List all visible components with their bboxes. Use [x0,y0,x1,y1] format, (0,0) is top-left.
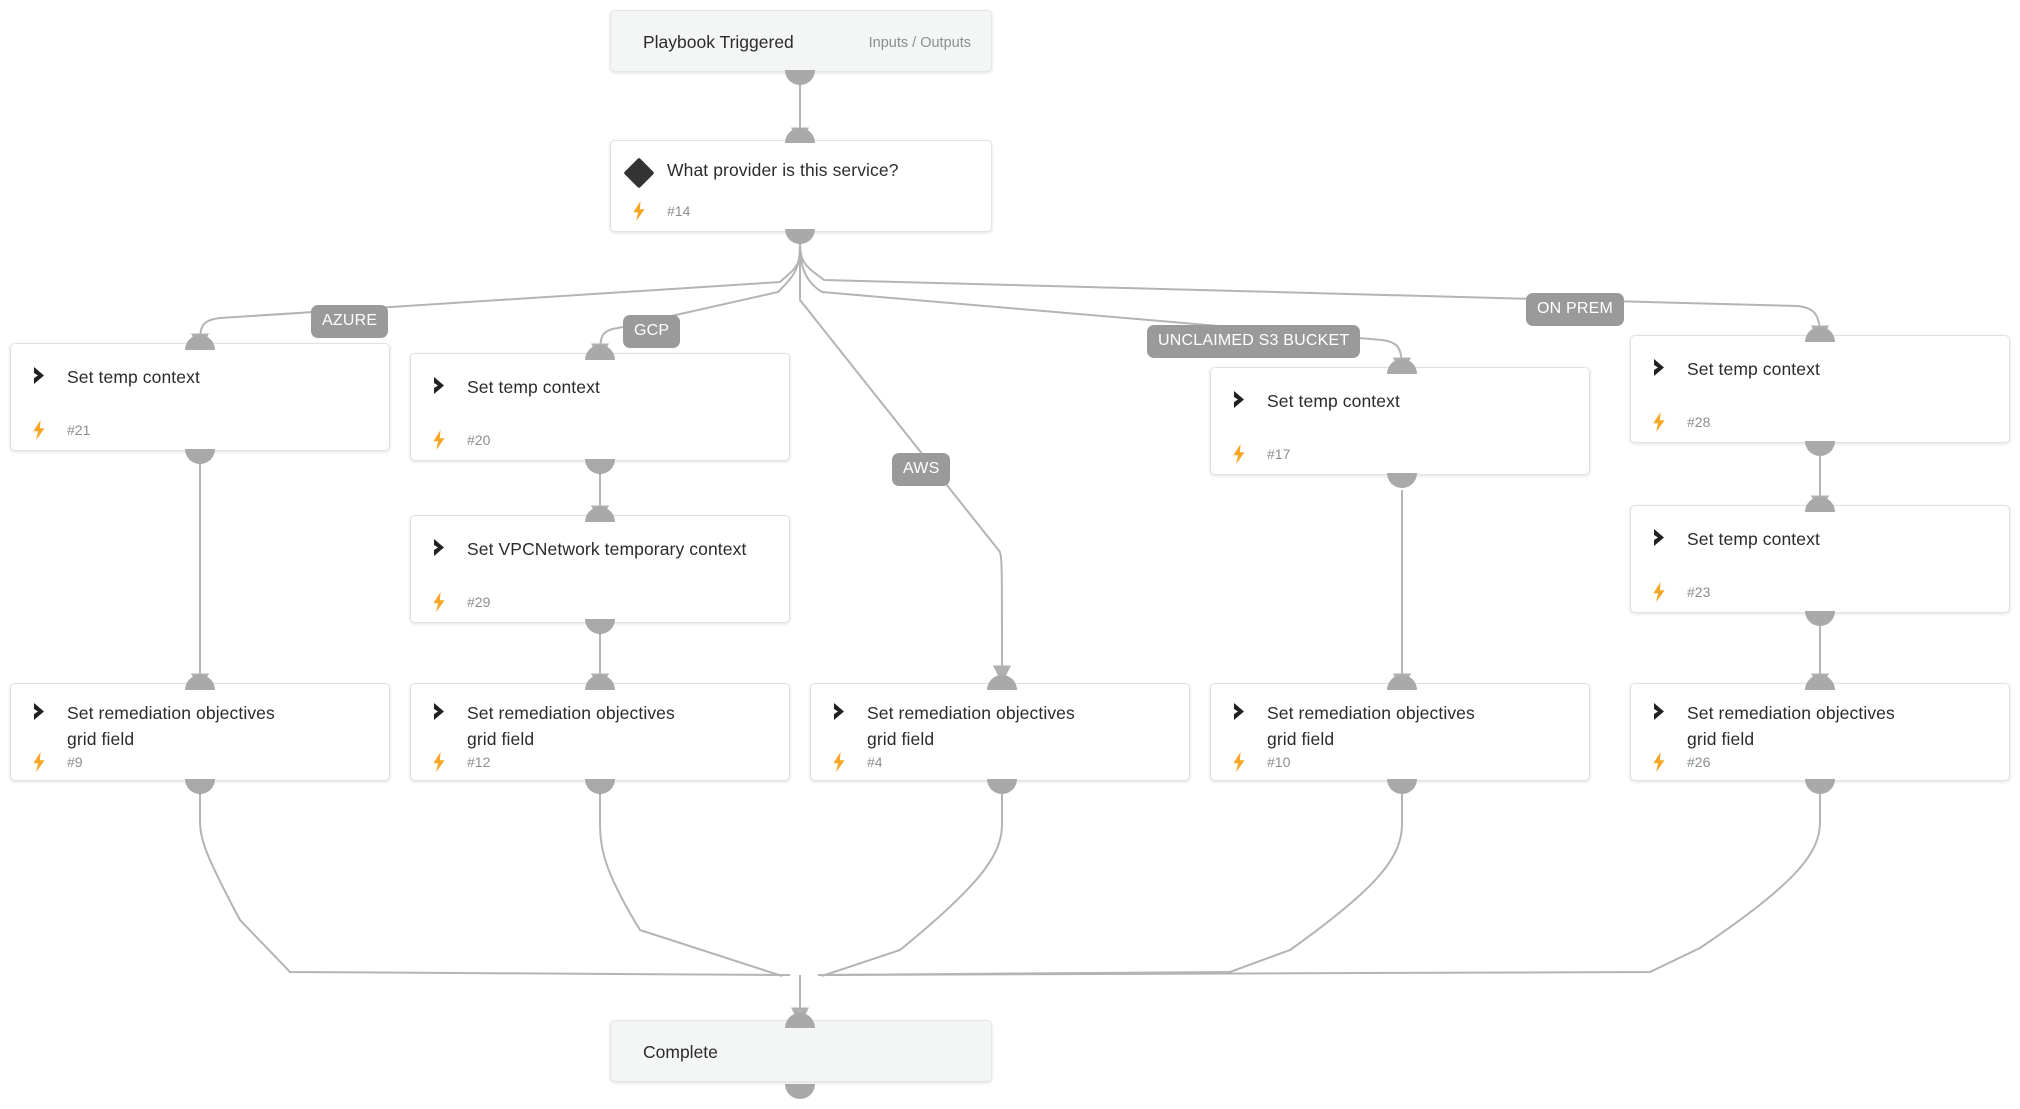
chevron-right-icon [1631,356,1687,377]
port-in-n26 [1805,675,1835,690]
node-id: #14 [667,203,691,219]
node-title: Set temp context [1687,359,1820,379]
node-title: Set remediation objectives grid field [867,703,1075,749]
lightning-icon [411,592,467,612]
lightning-icon [411,430,467,450]
node-title: Complete [643,1042,718,1062]
node-title: Set remediation objectives grid field [1267,703,1475,749]
node-playbook-triggered[interactable]: Playbook Triggered Inputs / Outputs [610,10,992,72]
node-set-vpcnetwork-temporary-context-29[interactable]: Set VPCNetwork temporary context #29 [410,515,790,623]
node-set-temp-context-28[interactable]: Set temp context #28 [1630,335,2010,443]
branch-label-gcp[interactable]: GCP [623,315,681,348]
chevron-right-icon [811,700,867,721]
node-id: #9 [67,754,83,770]
chevron-right-icon [1211,700,1267,721]
port-in-decision [785,128,815,143]
port-in-n21 [185,335,215,350]
node-set-temp-context-20[interactable]: Set temp context #20 [410,353,790,461]
port-out-n10 [1387,779,1417,794]
node-id: #20 [467,432,491,448]
node-set-remediation-objectives-grid-field-12[interactable]: Set remediation objectives grid field #1… [410,683,790,781]
node-set-temp-context-21[interactable]: Set temp context #21 [10,343,390,451]
port-out-n26 [1805,779,1835,794]
chevron-right-icon [411,700,467,721]
node-id: #4 [867,754,883,770]
port-out-n23 [1805,611,1835,626]
node-title: Set remediation objectives grid field [467,703,675,749]
lightning-icon [1211,444,1267,464]
branch-label-on-prem[interactable]: ON PREM [1526,293,1625,326]
lightning-icon [1631,412,1687,432]
branch-label-unclaimed-s3-bucket[interactable]: UNCLAIMED S3 BUCKET [1147,325,1361,358]
port-out-n17 [1387,473,1417,488]
node-id: #26 [1687,754,1711,770]
port-in-n28 [1805,327,1835,342]
port-out-n12 [585,779,615,794]
node-title: Playbook Triggered [643,32,794,52]
node-title: Set temp context [67,367,200,387]
port-out-n20 [585,459,615,474]
port-out-trigger [785,70,815,85]
node-set-remediation-objectives-grid-field-4[interactable]: Set remediation objectives grid field #4 [810,683,1190,781]
lightning-icon [811,752,867,772]
lightning-icon [611,201,667,221]
port-out-complete [785,1084,815,1099]
lightning-icon [1631,752,1687,772]
node-title: Set VPCNetwork temporary context [467,539,747,559]
branch-label-azure[interactable]: AZURE [311,305,389,338]
port-in-n17 [1387,359,1417,374]
node-id: #28 [1687,414,1711,430]
port-in-complete [785,1013,815,1028]
chevron-right-icon [1631,526,1687,547]
chevron-right-icon [411,536,467,557]
lightning-icon [411,752,467,772]
lightning-icon [11,752,67,772]
node-decision-provider[interactable]: What provider is this service? #14 [610,140,992,232]
port-in-n23 [1805,497,1835,512]
node-id: #29 [467,594,491,610]
node-title: Set temp context [467,377,600,397]
node-title: Set remediation objectives grid field [1687,703,1895,749]
node-set-remediation-objectives-grid-field-26[interactable]: Set remediation objectives grid field #2… [1630,683,2010,781]
port-in-n12 [585,675,615,690]
node-title: Set temp context [1687,529,1820,549]
chevron-right-icon [1631,700,1687,721]
port-out-n9 [185,779,215,794]
port-out-n29 [585,619,615,634]
node-title: What provider is this service? [667,160,899,180]
port-in-n4 [987,675,1017,690]
port-in-n20 [585,345,615,360]
chevron-right-icon [1211,388,1267,409]
node-id: #23 [1687,584,1711,600]
chevron-right-icon [411,374,467,395]
port-out-decision [785,229,815,244]
node-id: #10 [1267,754,1291,770]
lightning-icon [1631,582,1687,602]
node-set-remediation-objectives-grid-field-10[interactable]: Set remediation objectives grid field #1… [1210,683,1590,781]
node-id: #12 [467,754,491,770]
port-in-n29 [585,507,615,522]
port-out-n28 [1805,441,1835,456]
port-in-n10 [1387,675,1417,690]
node-id: #21 [67,422,91,438]
chevron-right-icon [11,364,67,385]
port-in-n9 [185,675,215,690]
node-complete[interactable]: Complete [610,1020,992,1082]
lightning-icon [11,420,67,440]
node-title: Set temp context [1267,391,1400,411]
chevron-right-icon [11,700,67,721]
node-title: Set remediation objectives grid field [67,703,275,749]
port-out-n21 [185,449,215,464]
inputs-outputs-label: Inputs / Outputs [868,35,971,51]
node-set-temp-context-17[interactable]: Set temp context #17 [1210,367,1590,475]
node-set-remediation-objectives-grid-field-9[interactable]: Set remediation objectives grid field #9 [10,683,390,781]
node-set-temp-context-23[interactable]: Set temp context #23 [1630,505,2010,613]
lightning-icon [1211,752,1267,772]
branch-label-aws[interactable]: AWS [892,453,951,486]
diamond-icon [611,157,667,189]
port-out-n4 [987,779,1017,794]
node-id: #17 [1267,446,1291,462]
